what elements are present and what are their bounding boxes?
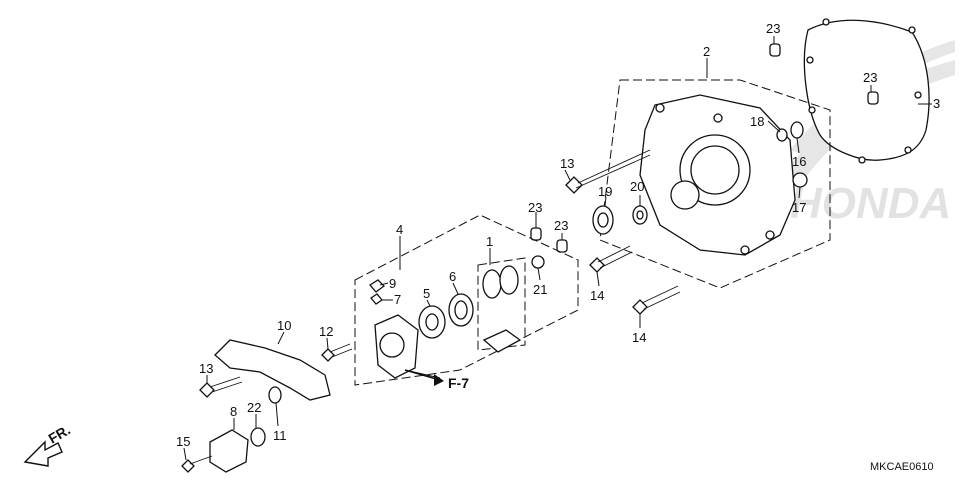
leader-lines xyxy=(183,36,932,461)
callout-label: 22 xyxy=(247,400,261,415)
callout-label: 20 xyxy=(630,179,644,194)
callout-label: 23 xyxy=(528,200,542,215)
ref-arrow-icon xyxy=(404,369,444,386)
callout-label: 17 xyxy=(792,200,806,215)
oil-seal-part xyxy=(632,205,648,225)
flange-bolt-icon xyxy=(565,149,651,194)
watermark-text: HONDA xyxy=(790,179,951,228)
callout-label: 21 xyxy=(533,282,547,297)
bearing-part xyxy=(592,205,614,235)
dowel-pin-icon xyxy=(530,43,879,253)
callout-label: 16 xyxy=(792,154,806,169)
callout-label: 12 xyxy=(319,324,333,339)
callout-label: 23 xyxy=(863,70,877,85)
thermostat-housing-part xyxy=(181,427,266,473)
pump-group-outline xyxy=(354,214,579,386)
callout-label: 15 xyxy=(176,434,190,449)
image-code-label: MKCAE0610 xyxy=(870,461,934,473)
ref-marker-label: F-7 xyxy=(448,375,469,391)
cover-group-outline xyxy=(599,79,831,289)
callout-label: 3 xyxy=(933,96,940,111)
callout-label: 11 xyxy=(273,428,287,443)
callout-label: 23 xyxy=(554,218,568,233)
callout-label: 6 xyxy=(449,269,456,284)
impeller-part xyxy=(418,293,474,339)
bracket-bolt-icon xyxy=(199,376,243,398)
front-marker-label: FR. xyxy=(46,421,74,446)
callout-labels: 1 2 3 4 5 6 7 8 9 10 11 12 13 13 14 14 1… xyxy=(176,21,940,449)
callout-label: 5 xyxy=(423,286,430,301)
callout-label: 14 xyxy=(590,288,604,303)
callout-label: 2 xyxy=(703,44,710,59)
short-bolt-icon xyxy=(321,343,353,362)
callout-label: 10 xyxy=(277,318,291,333)
callout-label: 13 xyxy=(560,156,574,171)
callout-label: 23 xyxy=(766,21,780,36)
pump-body-part xyxy=(369,279,419,379)
long-bolt-icon xyxy=(589,245,681,315)
gasket-part xyxy=(803,18,930,164)
callout-label: 14 xyxy=(632,330,646,345)
bracket-part xyxy=(214,339,331,404)
callout-label: 9 xyxy=(389,276,396,291)
front-arrow-icon xyxy=(23,440,63,467)
callout-label: 7 xyxy=(394,292,401,307)
callout-label: 4 xyxy=(396,222,403,237)
callout-label: 1 xyxy=(486,234,493,249)
callout-label: 18 xyxy=(750,114,764,129)
callout-label: 13 xyxy=(199,361,213,376)
o-ring-part xyxy=(477,255,545,353)
callout-label: 19 xyxy=(598,184,612,199)
clutch-cover-part xyxy=(639,94,796,256)
callout-label: 8 xyxy=(230,404,237,419)
